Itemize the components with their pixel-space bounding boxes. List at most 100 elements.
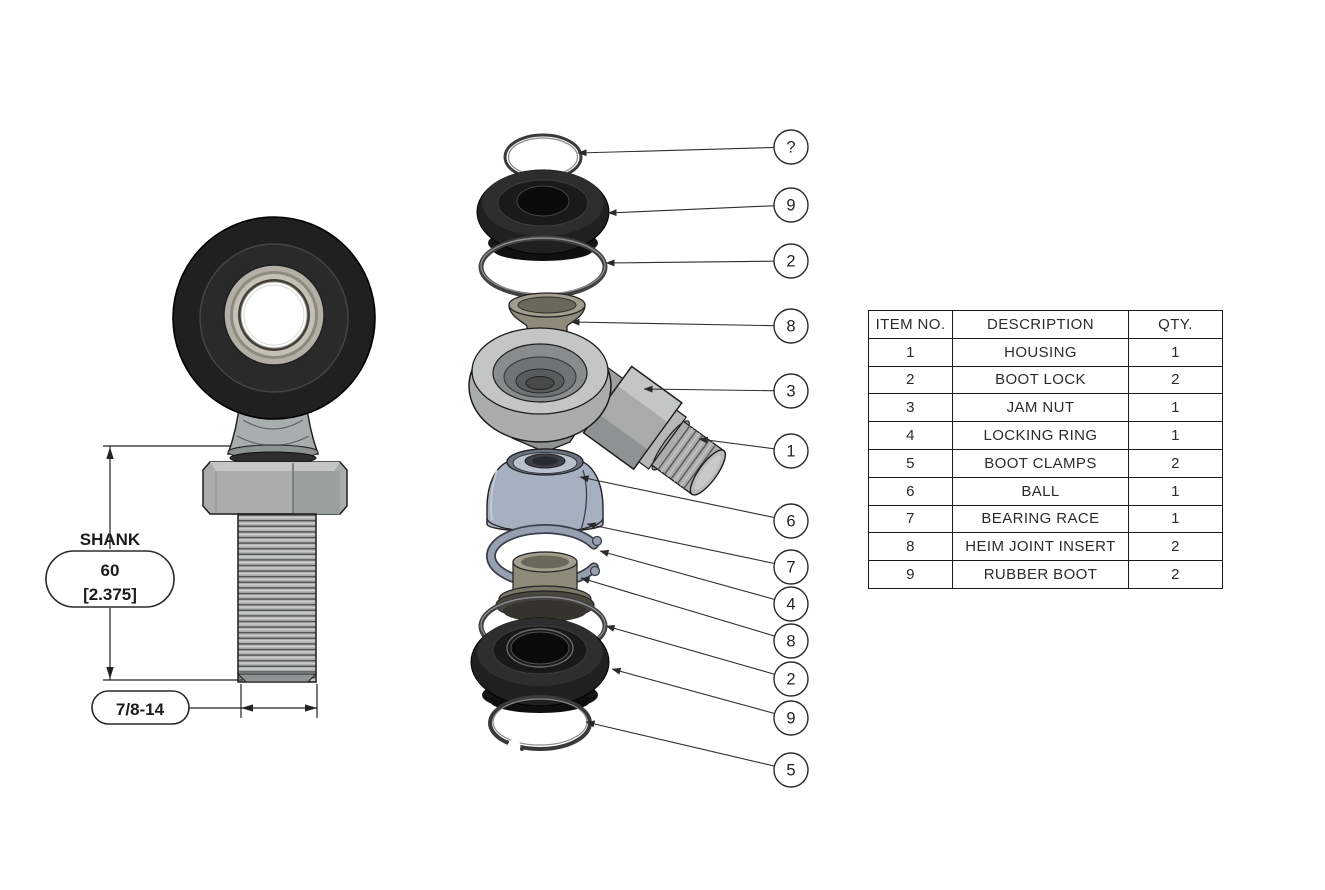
balloon-callouts: ? 9 2 8 3 1 6 7 — [773, 129, 809, 788]
balloon-2-bottom: 2 — [773, 661, 809, 697]
bom-cell: 7 — [868, 504, 953, 534]
balloon-7: 7 — [773, 549, 809, 585]
table-row: 4 LOCKING RING 1 — [868, 421, 1223, 450]
bom-header-item-no: ITEM NO. — [868, 310, 953, 339]
svg-text:9: 9 — [786, 710, 795, 728]
leader-line — [585, 720, 792, 771]
balloon-5-bottom: 5 — [773, 752, 809, 788]
table-row: 7 BEARING RACE 1 — [868, 504, 1223, 534]
dim-arrow-down — [106, 667, 114, 679]
bom-cell: 1 — [1128, 337, 1223, 367]
bom-cell: 1 — [1128, 421, 1223, 450]
balloon-6: 6 — [773, 503, 809, 539]
table-row: 6 BALL 1 — [868, 476, 1223, 506]
svg-text:8: 8 — [786, 633, 795, 651]
svg-text:2: 2 — [786, 671, 795, 689]
dim-arrow-right — [305, 704, 317, 712]
leader-line — [577, 146, 792, 157]
leader-line — [607, 204, 792, 217]
bom-cell: 1 — [1128, 393, 1223, 423]
bom-cell: RUBBER BOOT — [952, 560, 1129, 589]
leader-line — [599, 549, 792, 605]
bearing-race — [486, 448, 604, 533]
bom-cell: BALL — [952, 476, 1129, 506]
balloon-9-top: 9 — [773, 187, 809, 223]
balloon-unresolved: ? — [773, 129, 809, 165]
leader-line — [605, 625, 792, 680]
bom-cell: 8 — [868, 532, 953, 562]
bom-cell: LOCKING RING — [952, 421, 1129, 450]
leader-lines — [570, 146, 792, 771]
balloon-2-top: 2 — [773, 243, 809, 279]
leader-line — [611, 667, 792, 719]
shank-value: 60 — [101, 561, 120, 580]
balloon-1: 1 — [773, 433, 809, 469]
bom-table: ITEM NO. DESCRIPTION QTY. 1 HOUSING 1 2 … — [868, 310, 1223, 589]
shank-label: SHANK — [80, 530, 141, 549]
side-view-threaded-shank — [236, 513, 318, 683]
shank-value-stadium — [45, 550, 175, 608]
table-row: 8 HEIM JOINT INSERT 2 — [868, 532, 1223, 562]
bom-cell: 1 — [868, 337, 953, 367]
side-view-rod-end: SHANK 60 [2.375] 7/8-14 — [45, 216, 376, 725]
leader-line — [580, 577, 792, 642]
bom-cell: 2 — [1128, 532, 1223, 562]
bom-cell: BEARING RACE — [952, 504, 1129, 534]
exploded-view — [468, 133, 727, 753]
bom-cell: HOUSING — [952, 337, 1129, 367]
svg-text:3: 3 — [786, 383, 795, 401]
ball — [506, 448, 584, 476]
table-row: 5 BOOT CLAMPS 2 — [868, 448, 1223, 478]
leader-line — [570, 318, 792, 327]
bom-cell: HEIM JOINT INSERT — [952, 532, 1129, 562]
thread-spec-label: 7/8-14 — [116, 700, 165, 719]
svg-text:4: 4 — [786, 596, 795, 614]
bom-cell: 1 — [1128, 476, 1223, 506]
bom-cell: 9 — [868, 560, 953, 589]
svg-text:9: 9 — [786, 197, 795, 215]
bom-cell: 2 — [1128, 448, 1223, 478]
bom-cell: BOOT LOCK — [952, 365, 1129, 395]
bom-header-description: DESCRIPTION — [952, 310, 1129, 339]
bom-cell: 4 — [868, 421, 953, 450]
table-row: 1 HOUSING 1 — [868, 337, 1223, 367]
thread-dimension: 7/8-14 — [91, 684, 318, 725]
svg-text:6: 6 — [786, 513, 795, 531]
bom-cell: 2 — [868, 365, 953, 395]
leader-line — [586, 522, 792, 568]
bom-cell: 1 — [1128, 504, 1223, 534]
table-row: 9 RUBBER BOOT 2 — [868, 560, 1223, 589]
heim-joint-insert-bottom — [495, 551, 595, 622]
bom-header-row: ITEM NO. DESCRIPTION QTY. — [868, 310, 1223, 339]
leader-line — [579, 475, 792, 522]
svg-text:7: 7 — [786, 559, 795, 577]
dim-arrow-up — [106, 447, 114, 459]
bom-cell: 2 — [1128, 365, 1223, 395]
bom-cell: 2 — [1128, 560, 1223, 589]
shank-dimension: SHANK 60 [2.375] — [45, 445, 243, 681]
housing — [468, 327, 727, 496]
balloon-8-bottom: 8 — [773, 623, 809, 659]
svg-text:5: 5 — [786, 762, 795, 780]
side-view-jam-nut — [202, 461, 348, 515]
balloon-9-bottom: 9 — [773, 700, 809, 736]
balloon-4: 4 — [773, 586, 809, 622]
table-row: 3 JAM NUT 1 — [868, 393, 1223, 423]
dim-arrow-left — [241, 704, 253, 712]
side-view-head — [172, 216, 376, 420]
bom-header-qty: QTY. — [1128, 310, 1223, 339]
svg-text:?: ? — [786, 139, 795, 157]
svg-text:2: 2 — [786, 253, 795, 271]
leader-line — [605, 259, 792, 267]
leader-line — [643, 385, 792, 393]
balloon-3: 3 — [773, 373, 809, 409]
table-row: 2 BOOT LOCK 2 — [868, 365, 1223, 395]
svg-text:1: 1 — [786, 443, 795, 461]
bom-cell: BOOT CLAMPS — [952, 448, 1129, 478]
svg-text:8: 8 — [786, 318, 795, 336]
bom-cell: 6 — [868, 476, 953, 506]
balloon-8-top: 8 — [773, 308, 809, 344]
shank-secondary-value: [2.375] — [83, 585, 137, 604]
